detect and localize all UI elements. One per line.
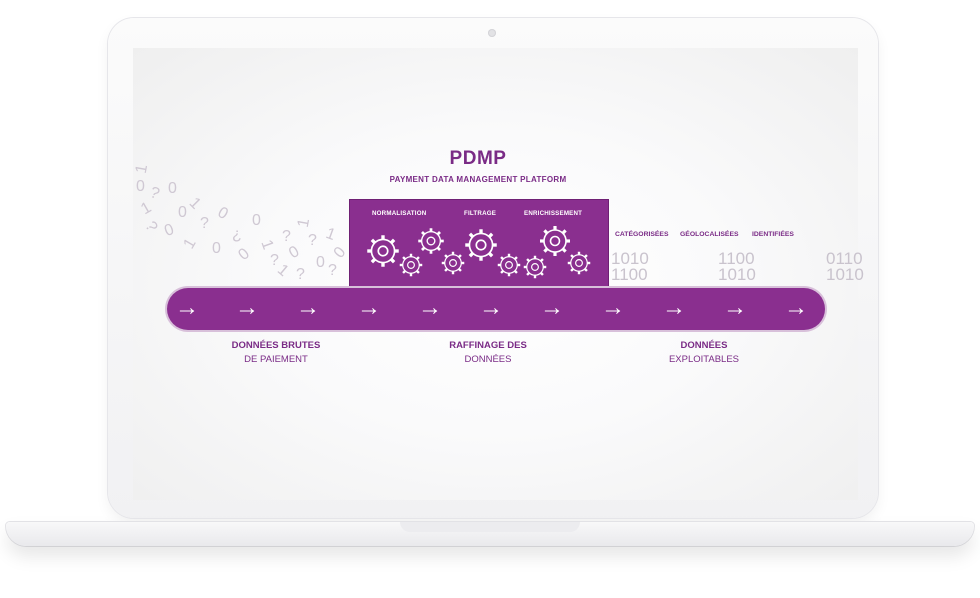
arrow-right-icon: → — [357, 294, 381, 321]
gear-icon — [522, 254, 548, 280]
gear-icon — [440, 250, 466, 276]
arrow-right-icon: → — [723, 294, 747, 321]
arrow-right-icon: → — [662, 294, 686, 321]
arrow-right-icon: → — [418, 294, 442, 321]
step-label-filtrage: FILTRAGE — [464, 210, 497, 217]
laptop-notch — [400, 522, 580, 532]
stage-label-raw: DONNÉES BRUTES — [231, 340, 321, 351]
stage-sublabel-raw: DE PAIEMENT — [244, 354, 308, 365]
scatter-glyph: ? — [308, 232, 317, 249]
gear-icon — [365, 233, 401, 269]
binary-line: 1010 — [826, 265, 864, 284]
scatter-glyph: 0 — [178, 204, 187, 221]
gear-icon — [398, 252, 424, 278]
step-label-normalisation: NORMALISATION — [372, 210, 427, 217]
scatter-glyph: ? — [270, 252, 279, 269]
scatter-glyph: 0 — [168, 180, 177, 197]
stage-sublabel-usable: EXPLOITABLES — [668, 354, 740, 365]
binary-line: 1010 — [611, 249, 649, 268]
binary-block: 1010 1100 — [611, 249, 649, 284]
arrow-right-icon: → — [601, 294, 625, 321]
scatter-glyph: 0 — [252, 212, 261, 229]
output-label-identifiees: IDENTIFIÉES — [752, 231, 794, 238]
arrow-right-icon: → — [540, 294, 564, 321]
binary-line: 1100 — [718, 249, 755, 268]
gears-illustration — [365, 224, 592, 280]
arrow-right-icon: → — [784, 294, 808, 321]
gear-icon — [566, 250, 592, 276]
stage-label-usable: DONNÉES — [680, 340, 728, 351]
binary-line: 1100 — [611, 265, 648, 284]
binary-block: 1100 1010 — [718, 249, 756, 284]
scatter-glyph: ? — [328, 262, 337, 279]
conveyor-belt — [167, 288, 825, 330]
arrow-right-icon: → — [296, 294, 320, 321]
step-label-enrichissement: ENRICHISSEMENT — [524, 210, 583, 217]
scatter-glyph: 0 — [212, 240, 221, 257]
stage-label-refining: RAFFINAGE DES — [449, 340, 527, 351]
scatter-glyph: ? — [296, 266, 305, 283]
gear-icon — [496, 252, 522, 278]
webcam-icon — [488, 29, 496, 37]
scatter-glyph: 0 — [316, 254, 325, 271]
stage-sublabel-refining: DONNÉES — [464, 354, 512, 365]
diagram-title: PDMP — [449, 148, 507, 169]
output-label-categorisees: CATÉGORISÉES — [615, 231, 669, 238]
diagram-subtitle: PAYMENT DATA MANAGEMENT PLATFORM — [389, 175, 567, 184]
gear-icon — [463, 227, 499, 263]
arrow-right-icon: → — [235, 294, 259, 321]
scatter-glyph: ? — [200, 215, 209, 232]
scatter-glyph: ? — [282, 228, 291, 245]
gear-icon — [538, 224, 572, 258]
output-label-geolocalisees: GÉOLOCALISÉES — [680, 231, 739, 238]
arrow-right-icon: → — [175, 294, 199, 321]
scatter-glyph: ¿ — [232, 226, 242, 243]
arrow-right-icon: → — [479, 294, 503, 321]
scatter-glyph: 0 — [136, 178, 145, 195]
binary-line: 0110 — [826, 249, 863, 268]
binary-block: 0110 1010 — [826, 249, 864, 284]
gear-icon — [416, 226, 446, 256]
binary-line: 1010 — [718, 265, 756, 284]
